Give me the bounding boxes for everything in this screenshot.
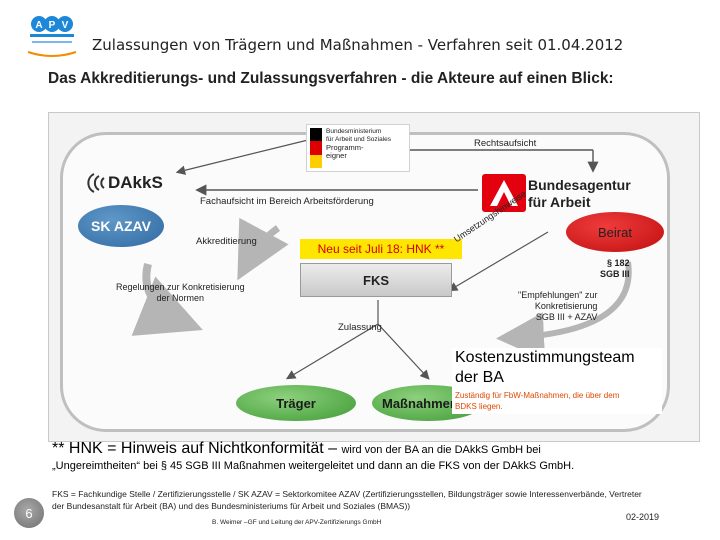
dakks-label: DAkkS (108, 173, 163, 192)
regelungen-arrow (131, 263, 203, 336)
ministry-box: Bundesministerium für Arbeit und Soziale… (306, 124, 410, 172)
zulassung-label: Zulassung (338, 322, 382, 333)
bmas-to-dakks-arrow (175, 139, 309, 175)
page-title: Zulassungen von Trägern und Maßnahmen - … (92, 36, 624, 54)
empfehlungen-label: "Empfehlungen" zur Konkretisierung SGB I… (518, 290, 598, 322)
hnk-definition-text: wird von der BA an die DAkkS GmbH bei (341, 444, 541, 456)
hnk-definition: ** HNK = Hinweis auf Nichtkonformität – … (52, 440, 541, 458)
hnk-new-badge: Neu seit Juli 18: HNK ** (300, 239, 462, 259)
svg-text:A: A (35, 20, 42, 31)
massnahmen-label: Maßnahmen (382, 395, 458, 411)
ministry-name: Bundesministerium für Arbeit und Soziale… (326, 128, 392, 143)
hnk-definition-continued: „Ungereimtheiten“ bei § 45 SGB III Maßna… (52, 460, 575, 472)
sk-azav-node: SK AZAV (78, 205, 164, 247)
kostenzustimmung-description: Zuständig für FbW-Maßnahmen, die über de… (455, 391, 620, 411)
beirat-label: Beirat (598, 224, 632, 240)
fachaufsicht-label: Fachaufsicht im Bereich Arbeitsförderung (200, 196, 374, 207)
zulassung-arrow-2 (377, 323, 430, 380)
svg-text:V: V (62, 20, 69, 31)
page-number: 6 (14, 498, 44, 528)
rechtsaufsicht-label: Rechtsaufsicht (474, 138, 537, 149)
date-label: 02-2019 (626, 512, 660, 522)
traeger-label: Träger (276, 395, 316, 411)
akkreditierung-label: Akkreditierung (196, 236, 257, 247)
akkreditierung-arrow (237, 217, 289, 281)
hnk-definition-term: ** HNK = Hinweis auf Nichtkonformität – (52, 440, 342, 457)
diagram-banner: Das Akkreditierungs- und Zulassungsverfa… (48, 70, 614, 87)
abbreviations-note: FKS = Fachkundige Stelle / Zertifizierun… (52, 489, 642, 511)
regelungen-label: Regelungen zur Konkretisierung der Norme… (116, 282, 245, 303)
paragraph-label: § 182 SGB III (600, 258, 630, 279)
dakks-logo: DAkkS (86, 172, 163, 194)
zulassung-arrow (285, 300, 379, 380)
author-line: B. Weimer –GF und Leitung der APV-Zertif… (212, 519, 382, 526)
kostenzustimmung-title: Kostenzustimmungsteam der BA (455, 349, 635, 386)
kostenzustimmung-box (452, 348, 662, 414)
german-eagle-icon (310, 128, 322, 168)
ba-name: Bundesagentur für Arbeit (528, 177, 631, 210)
umsetzung-arrow (447, 231, 549, 292)
svg-text:P: P (49, 20, 56, 31)
rechtsaufsicht-arrow (410, 149, 599, 173)
diagram-arrows (131, 139, 632, 380)
fks-node: FKS (300, 263, 452, 297)
beirat-node: Beirat (566, 212, 664, 252)
ministry-role: Programm- eigner (326, 143, 364, 160)
ba-logo-icon (482, 174, 526, 212)
empfehlungen-arrow (496, 261, 632, 361)
sk-azav-label: SK AZAV (91, 218, 151, 234)
dakks-arcs-icon (87, 173, 105, 193)
apv-logo: A P V (27, 16, 77, 57)
traeger-node: Träger (236, 385, 356, 421)
